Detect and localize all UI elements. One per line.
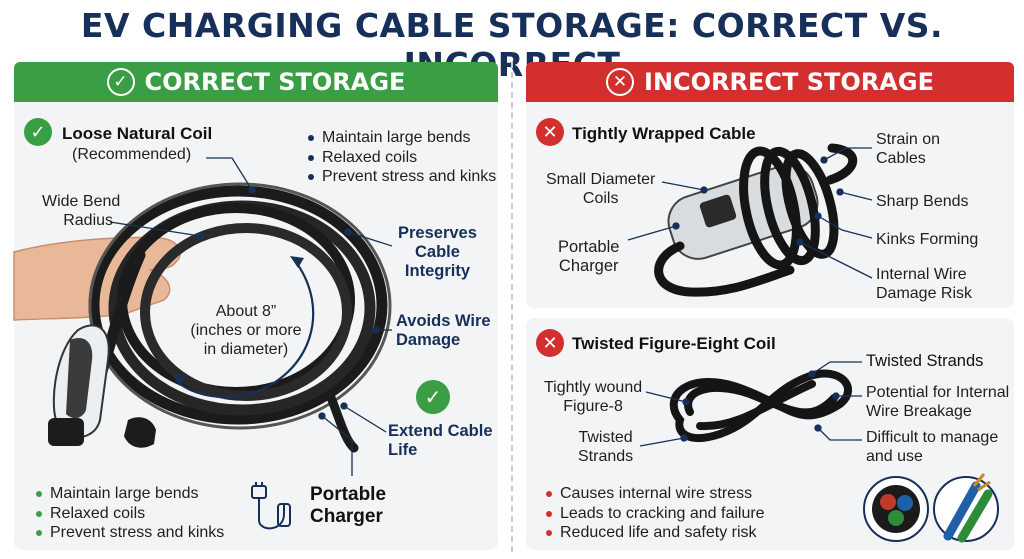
incorrect-banner-label: INCORRECT STORAGE <box>644 68 934 96</box>
internal-damage-label: Internal Wire Damage Risk <box>876 266 973 302</box>
portable-charger-label: Portable Charger <box>310 484 387 527</box>
incorrect-banner: ✕ INCORRECT STORAGE <box>526 62 1014 102</box>
list-item: Maintain large bends <box>306 128 496 148</box>
correct-banner: ✓ CORRECT STORAGE <box>14 62 498 102</box>
list-item: Causes internal wire stress <box>544 484 765 504</box>
potential-breakage-label: Potential for Internal Wire Breakage <box>866 384 1010 420</box>
wrapped-portable-label: Portable Charger <box>558 238 620 275</box>
correct-tips-list: Maintain large bends Relaxed coils Preve… <box>306 128 496 187</box>
twisted-strands-left-label: Twisted Strands <box>578 429 634 465</box>
loose-coil-heading: Loose Natural Coil <box>62 124 213 143</box>
twisted-strands-label: Twisted Strands <box>866 352 984 370</box>
small-diameter-label: Small Diameter Coils <box>546 171 656 207</box>
x-circle-icon: ✕ <box>606 68 635 96</box>
wide-bend-label: Wide Bend Radius <box>42 193 121 229</box>
consequences-list: Causes internal wire stress Leads to cra… <box>544 484 765 543</box>
list-item: Prevent stress and kinks <box>34 523 224 543</box>
tightly-wound-label: Tightly wound Figure-8 <box>544 379 643 415</box>
list-item: Prevent stress and kinks <box>306 167 496 187</box>
check-circle-icon: ✓ <box>24 118 52 146</box>
list-item: Reduced life and safety risk <box>544 523 765 543</box>
x-circle-icon: ✕ <box>536 329 564 357</box>
kinks-label: Kinks Forming <box>876 231 979 248</box>
difficult-label: Difficult to manage and use <box>866 429 999 465</box>
loose-coil-subheading: (Recommended) <box>72 146 192 163</box>
figure8-heading: Twisted Figure-Eight Coil <box>572 334 776 353</box>
strain-label: Strain on Cables <box>876 131 941 167</box>
diameter-label: About 8” (inches or more in diameter) <box>190 303 302 358</box>
correct-banner-label: CORRECT STORAGE <box>144 68 406 96</box>
wrapped-heading: Tightly Wrapped Cable <box>572 124 756 143</box>
list-item: Maintain large bends <box>34 484 224 504</box>
sharp-bends-label: Sharp Bends <box>876 193 969 210</box>
preserves-label: Preserves Cable Integrity <box>398 224 477 280</box>
center-divider <box>511 62 513 552</box>
check-circle-icon: ✓ <box>106 68 135 96</box>
correct-bottom-tips: Maintain large bends Relaxed coils Preve… <box>34 484 224 543</box>
list-item: Relaxed coils <box>306 148 496 168</box>
x-circle-icon: ✕ <box>536 118 564 146</box>
avoids-damage-label: Avoids Wire Damage <box>396 312 491 349</box>
list-item: Relaxed coils <box>34 504 224 524</box>
extend-life-label: Extend Cable Life <box>388 422 493 459</box>
list-item: Leads to cracking and failure <box>544 504 765 524</box>
check-circle-icon: ✓ <box>416 380 450 414</box>
